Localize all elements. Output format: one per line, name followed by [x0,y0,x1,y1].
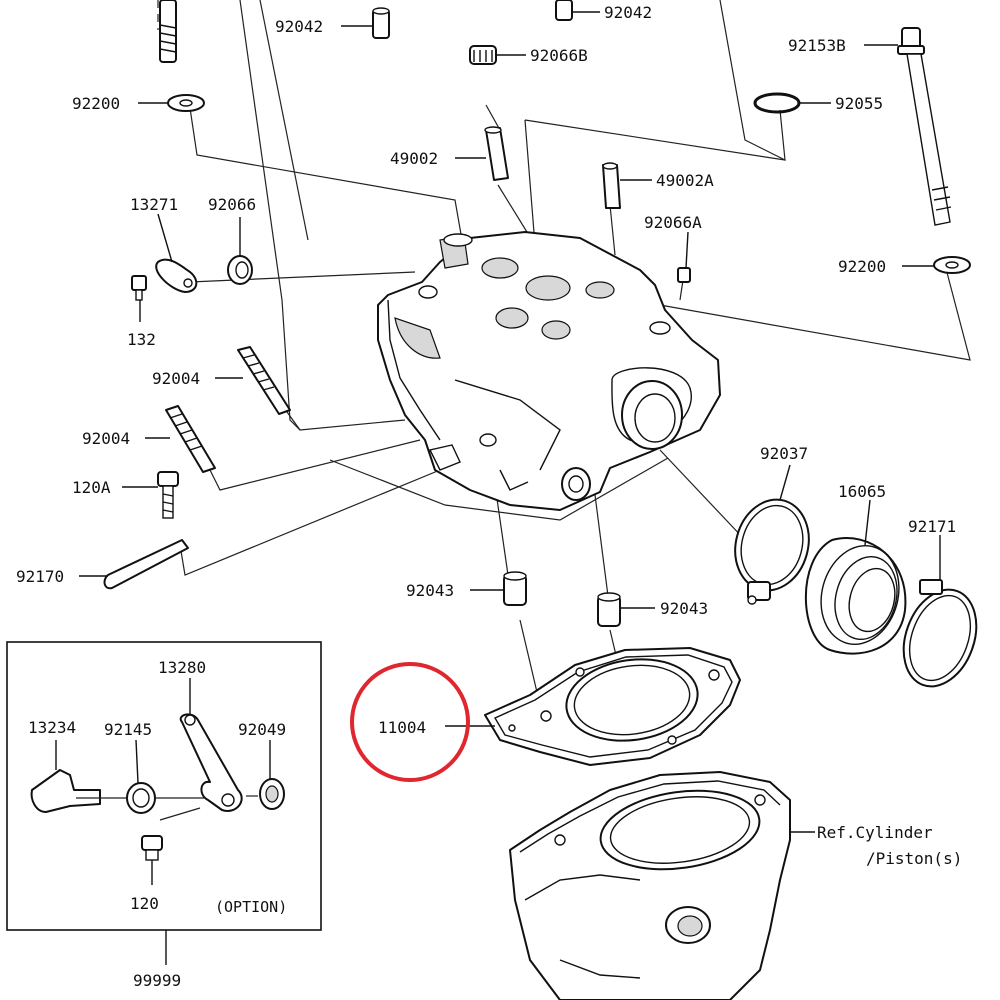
label-92171: 92171 [908,517,956,536]
label-132: 132 [127,330,156,349]
option-parts [30,713,285,861]
valve-guide-49002A [602,162,621,209]
label-11004: 11004 [378,718,426,737]
dowel-92043-right [597,592,621,627]
stud-92004-lower [165,405,216,473]
bolt-92153B [897,27,952,226]
dowel-92042-right [555,0,573,21]
dowel-92043-left [503,571,527,606]
plug-92066B [469,45,497,65]
label-13280: 13280 [158,658,206,677]
intake-boot-16065 [804,537,907,655]
reference-lines [157,0,971,736]
stud-bolt-left [159,0,177,63]
label-option: (OPTION) [215,898,287,916]
label-ref-piston: /Piston(s) [866,849,962,868]
label-92066B: 92066B [530,46,588,65]
label-92042-left: 92042 [275,17,323,36]
valve-guide-49002 [484,126,509,181]
dowel-92042-left [372,7,390,39]
label-99999: 99999 [133,971,181,990]
bolt-132 [131,275,147,301]
label-13234: 13234 [28,718,76,737]
label-92043-right: 92043 [660,599,708,618]
label-92200-left: 92200 [72,94,120,113]
bolt-120 [141,835,163,851]
highlight-circle [350,662,470,782]
stud-92004-upper [237,346,291,415]
label-92043-left: 92043 [406,581,454,600]
label-92004-lower: 92004 [82,429,130,448]
label-92200-right: 92200 [838,257,886,276]
label-120: 120 [130,894,159,913]
oil-seal-92066 [227,255,253,285]
label-92145: 92145 [104,720,152,739]
leader-lines [55,11,941,965]
label-92037: 92037 [760,444,808,463]
label-49002A: 49002A [656,171,714,190]
chain-guide-92170 [103,539,189,590]
label-92042-right: 92042 [604,3,652,22]
shaft-13234 [30,769,101,813]
pin-92066A [677,267,691,283]
label-92170: 92170 [16,567,64,586]
oring-92055 [753,92,801,114]
label-92004-upper: 92004 [152,369,200,388]
lever-13271 [155,258,198,293]
option-box [6,641,322,931]
bolt-120A [157,471,179,519]
label-49002: 49002 [390,149,438,168]
washer-92200-left [167,94,205,112]
label-92066: 92066 [208,195,256,214]
cylinder-reference [509,771,791,1000]
label-ref-cylinder: Ref.Cylinder [817,823,933,842]
label-13271: 13271 [130,195,178,214]
label-120A: 120A [72,478,111,497]
label-92055: 92055 [835,94,883,113]
clamp-92037 [734,498,810,605]
head-gasket-11004 [484,647,741,766]
label-92153B: 92153B [788,36,846,55]
part-labels: 92042 92042 92066B 92153B 92200 92055 49… [16,3,962,990]
label-92049: 92049 [238,720,286,739]
clamp-92171 [902,579,978,688]
cylinder-head [377,231,721,511]
label-92066A: 92066A [644,213,702,232]
label-16065: 16065 [838,482,886,501]
lever-13280 [179,713,243,812]
washer-92200-right [933,256,971,274]
